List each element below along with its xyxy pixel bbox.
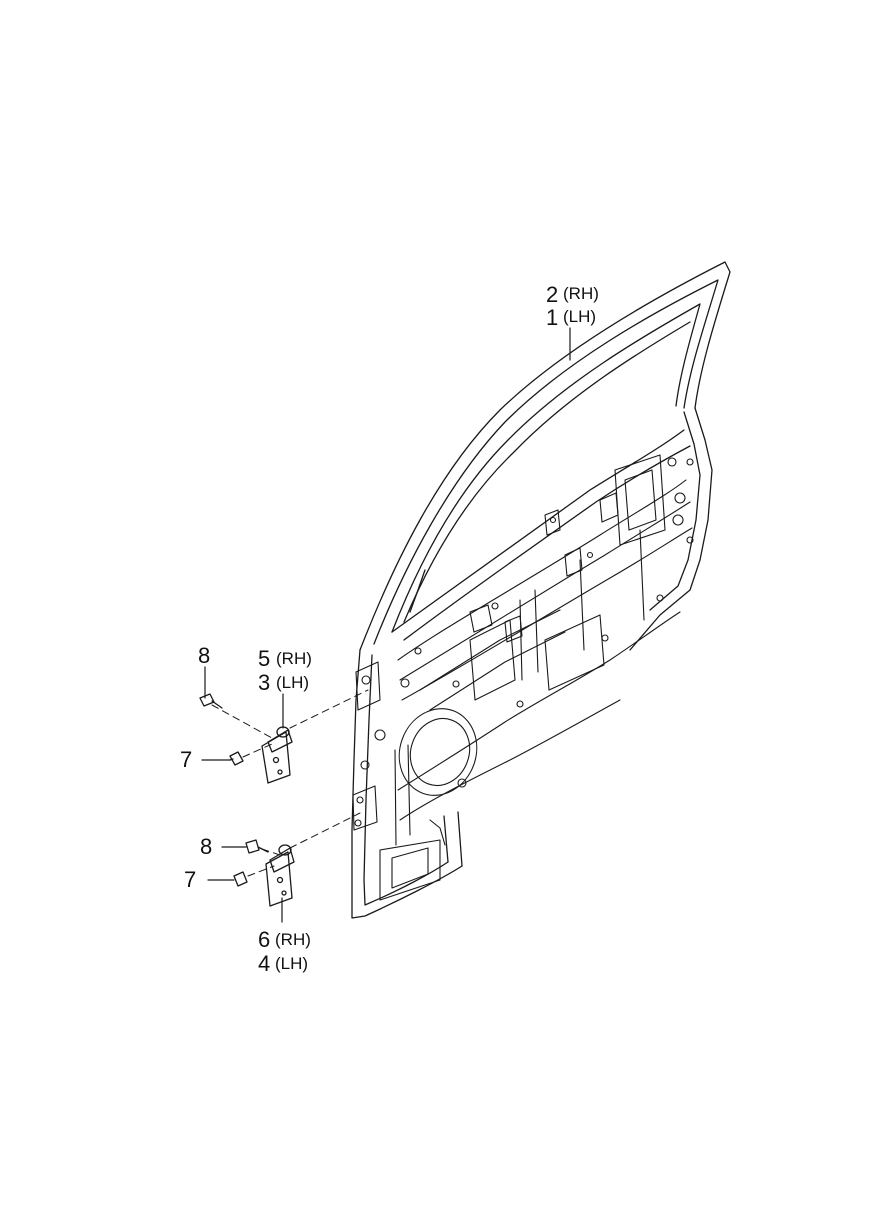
callout-fasteners: 8 7 8 7	[180, 643, 212, 892]
upper-hinge-rh-side: (RH)	[276, 649, 312, 668]
upper-bolt-part	[199, 693, 223, 709]
upper-hinge-rh-number: 5	[258, 646, 270, 671]
upper-hinge-lh-number: 3	[258, 670, 270, 695]
lower-nut-number: 7	[184, 867, 196, 892]
lower-bolt-number: 8	[200, 834, 212, 859]
callout-upper-hinge: 5 (RH) 3 (LH)	[258, 646, 312, 695]
lower-hinge-rh-side: (RH)	[275, 930, 311, 949]
upper-hinge-lh-side: (LH)	[276, 673, 309, 692]
door-panel-lh-number: 1	[546, 305, 558, 330]
callout-door-panel: 2 (RH) 1 (LH)	[546, 282, 599, 330]
lower-hinge	[265, 844, 295, 907]
lower-hinge-lh-number: 4	[258, 951, 270, 976]
lower-nut-part	[233, 871, 248, 887]
door-window-frame	[359, 261, 731, 651]
door-hinge-mount-areas	[352, 661, 381, 831]
door-panel-lh-side: (LH)	[563, 307, 596, 326]
upper-nut-number: 7	[180, 747, 192, 772]
lower-bolt-part	[245, 839, 269, 854]
upper-hinge	[261, 726, 293, 784]
lower-hinge-lh-side: (LH)	[275, 954, 308, 973]
callout-lower-hinge: 6 (RH) 4 (LH)	[258, 927, 311, 976]
door-inner-panel	[354, 454, 694, 901]
lower-hinge-rh-number: 6	[258, 927, 270, 952]
door-panel-rh-number: 2	[546, 282, 558, 307]
upper-nut-part	[229, 751, 244, 766]
door-body-outline	[351, 407, 713, 919]
door-panel-rh-side: (RH)	[563, 284, 599, 303]
leader-lines	[201, 327, 571, 923]
upper-bolt-number: 8	[198, 643, 210, 668]
